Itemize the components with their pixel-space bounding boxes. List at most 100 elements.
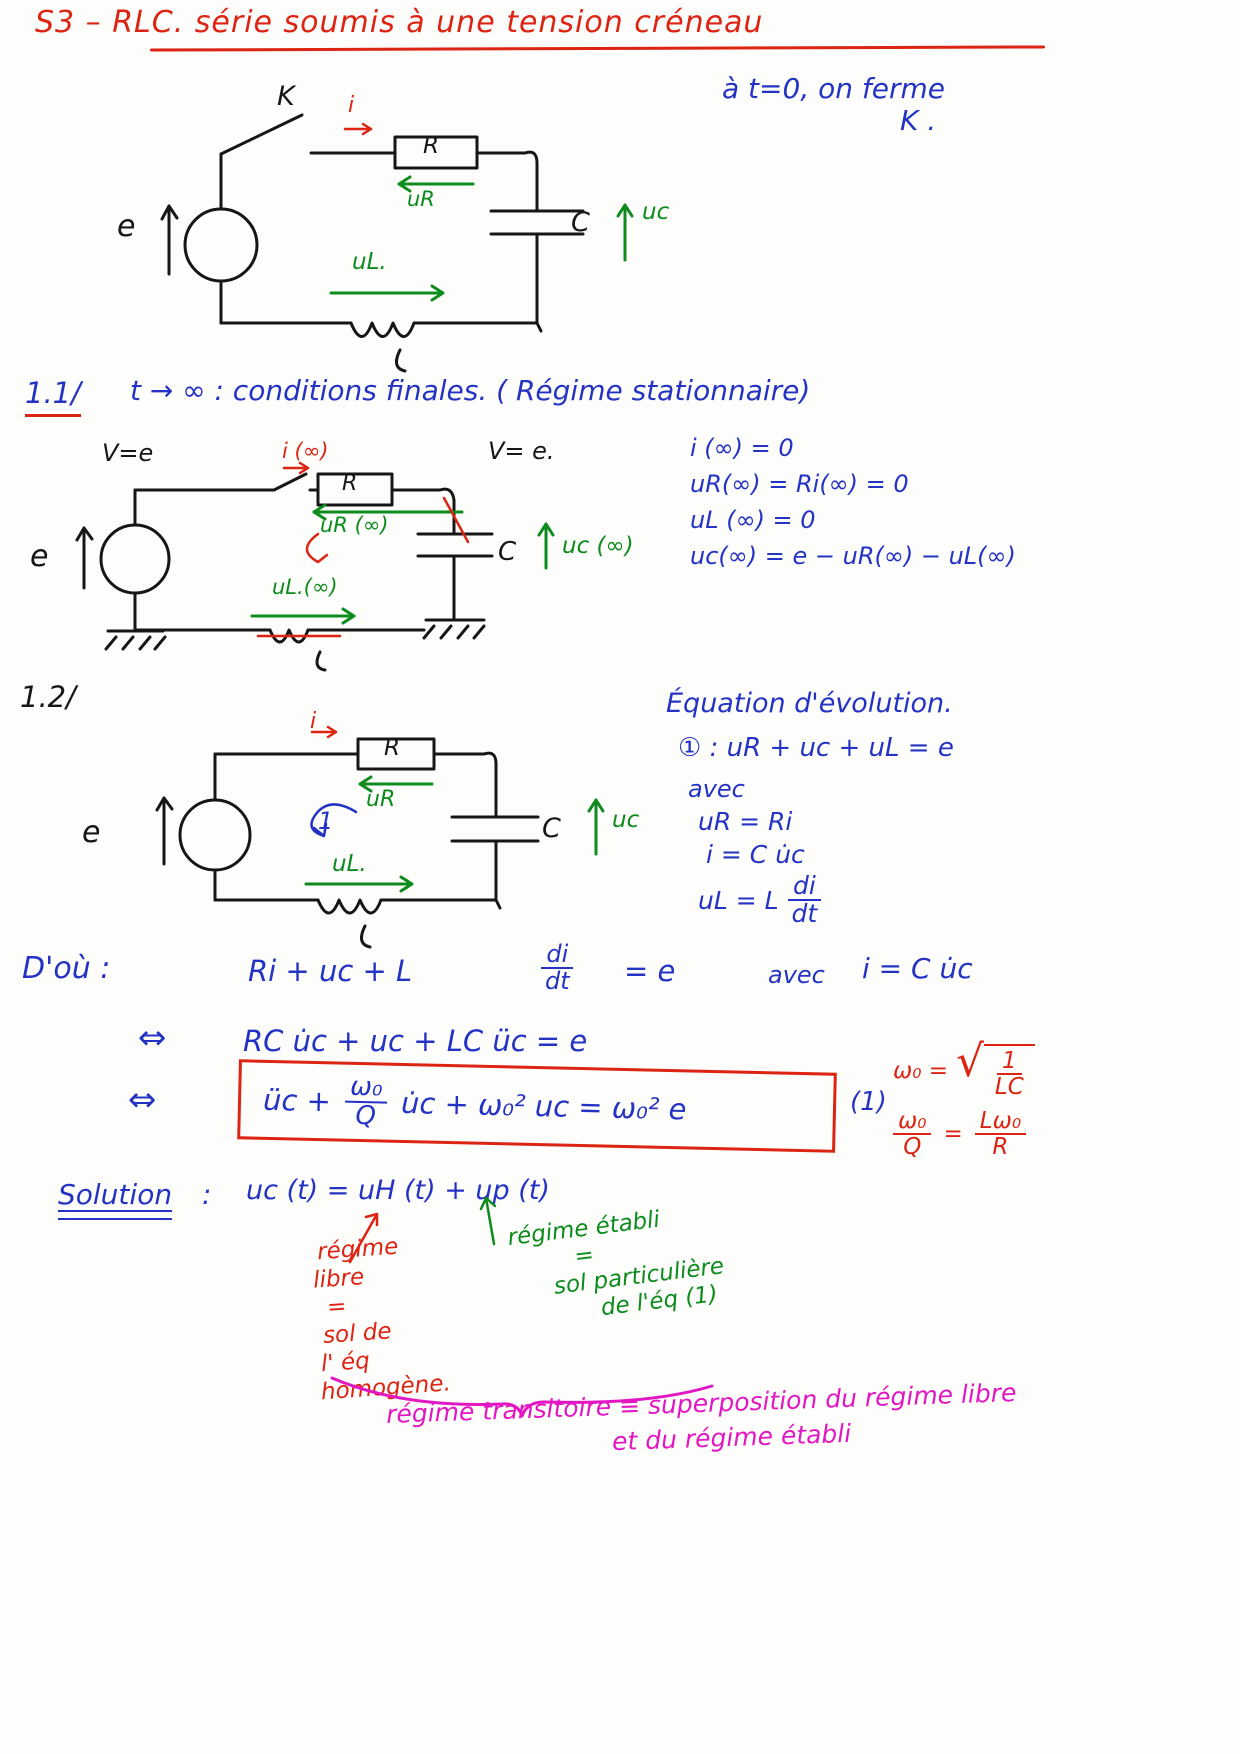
ul-label: uL.(∞): [272, 575, 338, 599]
ul-arrow: [250, 607, 356, 625]
circuit1-wires: [160, 113, 585, 373]
boxed-canonical-equation: üc + ω₀ Q u̇c + ω₀² uc = ω₀² e: [237, 1059, 837, 1153]
section-1-1-number: 1.1/: [25, 377, 81, 417]
right-branch-wire: [535, 232, 543, 333]
source-arrow: [75, 526, 94, 590]
ul-arrow: [304, 875, 414, 893]
ground-right: [422, 618, 486, 640]
equals-e: = e: [624, 954, 676, 988]
cap-label: C: [542, 813, 561, 844]
source-label: e: [30, 539, 49, 574]
uc-label: uc: [642, 199, 670, 225]
final-condition-line: uc(∞) = e − uR(∞) − uL(∞): [690, 542, 1016, 570]
right-branch-wire: [494, 839, 502, 910]
branch-slash: [442, 496, 470, 544]
circuit1-voltage-arrows: [329, 175, 634, 302]
source-label: e: [117, 209, 136, 244]
title-underline: [149, 45, 1046, 52]
equals-sign: =: [943, 1121, 963, 1148]
coil-tail: [394, 348, 407, 373]
section-1-2-number: 1.2/: [20, 680, 76, 714]
switch-label: K: [277, 81, 295, 112]
i-definition: i = C u̇c: [862, 952, 973, 985]
circuit1-current-arrow: [343, 122, 373, 136]
avec-label: avec: [688, 775, 745, 803]
circuit3-schematic: [155, 725, 605, 949]
ur-definition: uR = Ri: [698, 807, 793, 836]
q-definition: ω₀ Q = Lω₀ R: [893, 1109, 1035, 1160]
resistor-label: R: [384, 735, 400, 761]
radicand: 1 LC: [983, 1044, 1035, 1101]
iff-arrow: ⇔: [138, 1018, 167, 1058]
w0-definition: ω₀ = √ 1 LC: [893, 1036, 1035, 1101]
one-over-lc-fraction: 1 LC: [994, 1048, 1024, 1101]
ul-definition-left: uL = L: [698, 885, 779, 915]
evolution-block: Équation d'évolution. ① : uR + uc + uL =…: [660, 688, 954, 928]
i-definition: i = C u̇c: [706, 840, 805, 869]
mesh-number: 1: [318, 807, 334, 835]
lw0-over-r-fraction: Lω₀ R: [974, 1109, 1027, 1160]
source-arrow: [155, 796, 174, 866]
current-label: i: [310, 709, 317, 734]
source-arrow: [160, 204, 179, 276]
radical-sign: √: [956, 1036, 984, 1087]
transient-note-line2: et du régime établi: [611, 1418, 852, 1457]
current-arrow: [282, 461, 310, 475]
mesh-loop-arrow: [310, 803, 358, 838]
top-wire-right: [390, 487, 456, 536]
circuit-mesh-loop: i R uR 1 C uc uL. e: [60, 709, 710, 972]
section-1-1-statement: t → ∞ : conditions finales. ( Régime sta…: [130, 374, 811, 407]
ul-label: uL.: [332, 851, 367, 877]
didt-fraction: di dt: [540, 941, 575, 994]
ur-label: uR (∞): [320, 513, 389, 537]
equation-number: (1): [850, 1087, 887, 1117]
uc-arrow: [587, 798, 605, 856]
circuit-final-conditions: V=e i (∞) R uR (∞) V= e. C uc (∞) uL.(∞)…: [20, 438, 720, 703]
steady-regime-note: régime établi = sol particulière de l'éq…: [506, 1200, 729, 1333]
source-circle: [99, 523, 171, 595]
solution-equation: uc (t) = uH (t) + up (t): [246, 1175, 550, 1206]
source-label: e: [82, 815, 101, 850]
ur-label: uR: [407, 187, 435, 211]
circuit2-schematic: [75, 461, 555, 672]
ur-arrow: [312, 503, 464, 521]
ul-arrow: [329, 284, 445, 302]
node-potential-right: V= e.: [488, 437, 555, 465]
cap-label: C: [498, 537, 517, 567]
source-circle: [183, 207, 259, 283]
circuit2-red-marks: [256, 461, 470, 638]
coil-tail: [315, 650, 327, 672]
final-condition-line: uL (∞) = 0: [690, 506, 816, 534]
boxed-eq-left: üc +: [262, 1082, 332, 1119]
ur-arrow: [358, 775, 434, 793]
inductor-coil: [316, 898, 383, 915]
switch-blade: [219, 113, 304, 156]
w0-over-q-fraction: ω₀ Q: [893, 1109, 932, 1160]
ul-label: uL.: [352, 249, 387, 275]
page-title: S3 – RLC. série soumis à une tension cré…: [35, 5, 764, 40]
inductor-coil: [349, 321, 416, 338]
resistor-label: R: [342, 471, 358, 496]
uc-label: uc: [612, 807, 640, 833]
corner-note-line1: à t=0, on ferme: [722, 72, 945, 105]
w0-lhs: ω₀ =: [893, 1057, 949, 1084]
top-wire-right: [475, 150, 539, 213]
dou-label: D'où :: [22, 951, 111, 986]
circuit3-current-arrow: [310, 725, 338, 739]
circuit3-voltage-arrows: [304, 775, 605, 893]
ur-arrow: [397, 175, 475, 193]
final-condition-line: i (∞) = 0: [690, 434, 794, 462]
sqrt-expression: √ 1 LC: [956, 1036, 1035, 1101]
switch-blade: [272, 472, 308, 492]
iff-arrow: ⇔: [128, 1080, 157, 1120]
solution-colon: :: [202, 1178, 212, 1211]
ul-definition: uL = L di dt: [698, 872, 954, 928]
circuit2-wires: [75, 472, 494, 672]
current-label: i: [348, 93, 355, 118]
parameters-block: ω₀ = √ 1 LC ω₀ Q = Lω₀ R: [893, 1036, 1035, 1160]
ur-label: uR: [366, 787, 396, 812]
inductor-coil: [268, 628, 310, 644]
coil-tail: [359, 924, 372, 949]
node-potential-left: V=e: [102, 439, 154, 467]
